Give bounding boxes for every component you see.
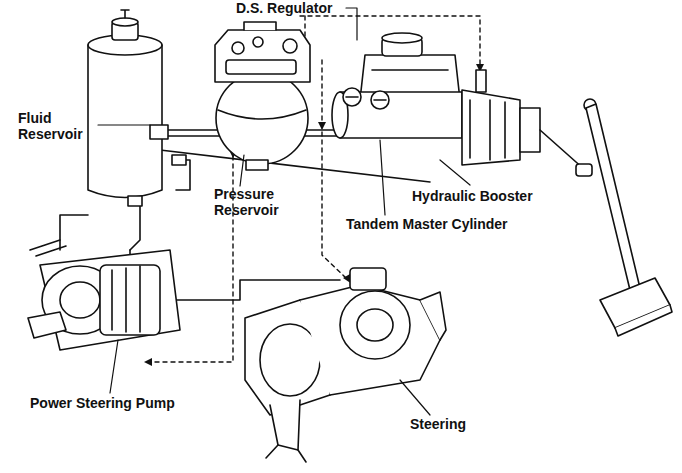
line-art (150, 125, 168, 139)
part-label: D.S. Regulator (236, 0, 332, 16)
line-art (232, 42, 244, 54)
line-art (40, 250, 180, 350)
line-art (318, 122, 326, 130)
line-art (462, 90, 520, 165)
line-art (30, 240, 66, 256)
line-art (60, 215, 88, 250)
line-art (110, 340, 118, 393)
line-art (266, 445, 306, 462)
line-art (172, 155, 186, 165)
tandem-master-cylinder (332, 88, 462, 138)
line-art (112, 266, 140, 332)
part-label: Power Steering Pump (30, 395, 175, 411)
line-art (576, 164, 592, 176)
line-art (218, 110, 306, 119)
line-art (226, 60, 296, 74)
line-art (88, 45, 162, 198)
fluid-reservoir (88, 10, 186, 206)
pressure-reservoir (216, 72, 308, 170)
line-art (357, 309, 393, 341)
leader-lines (98, 8, 470, 415)
line-art (270, 400, 300, 450)
line-art (346, 97, 386, 100)
line-art (121, 10, 129, 18)
line-art (476, 70, 486, 92)
line-art (246, 160, 268, 170)
part-label: Pressure Reservoir (214, 186, 294, 218)
brake-pedal (584, 99, 672, 336)
line-art (28, 312, 66, 338)
line-art (144, 358, 152, 366)
hydraulic-booster (462, 70, 592, 176)
line-art (586, 104, 640, 290)
line-art (283, 39, 297, 53)
line-art (470, 100, 505, 160)
line-art (128, 196, 142, 206)
line-art (160, 150, 430, 182)
line-art (340, 291, 410, 359)
line-art (253, 37, 263, 47)
line-art (350, 268, 386, 290)
part-label: Hydraulic Booster (412, 188, 533, 204)
line-art (400, 380, 430, 415)
line-art (300, 285, 440, 395)
line-art (380, 140, 385, 215)
part-label: Tandem Master Cylinder (346, 216, 508, 232)
line-art (382, 33, 422, 43)
part-label: Steering (410, 416, 466, 432)
power-steering-pump (28, 240, 180, 350)
line-art (216, 72, 308, 164)
line-art (244, 22, 276, 30)
part-label: Fluid Reservoir (18, 110, 96, 142)
ds-regulator (215, 22, 310, 82)
line-art (60, 282, 100, 318)
line-art (440, 160, 470, 185)
line-art (98, 124, 150, 125)
line-art (112, 18, 138, 26)
master-cylinder-reservoir (360, 33, 460, 100)
line-art (420, 292, 446, 340)
line-art (130, 200, 140, 250)
line-art (100, 265, 160, 335)
line-art (346, 8, 357, 40)
steering-gear (245, 268, 446, 462)
line-art (240, 155, 244, 186)
line-art (615, 305, 672, 336)
line-art (520, 108, 540, 152)
line-art (215, 30, 310, 82)
line-art (372, 69, 448, 71)
